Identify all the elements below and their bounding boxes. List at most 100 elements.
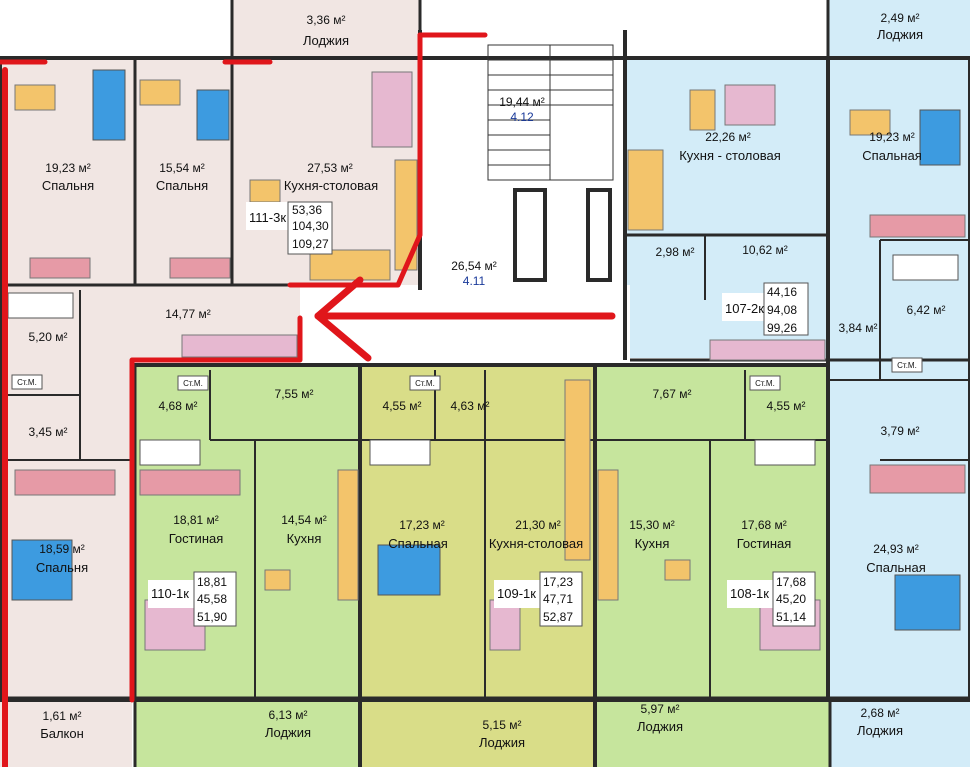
room-name: Лоджия <box>479 735 525 750</box>
room-area: 4,55 м² <box>383 399 422 413</box>
apartment-area-1: 17,68 <box>776 575 806 589</box>
room-area: 2,49 м² <box>881 11 920 25</box>
corridor-fill <box>300 285 630 363</box>
bathtub-icon <box>892 254 959 281</box>
room-area: 6,42 м² <box>907 303 946 317</box>
bed-icon <box>894 574 961 631</box>
counter-icon <box>337 469 359 601</box>
wardrobe-icon <box>14 469 116 496</box>
room-name: Лоджия <box>877 27 923 42</box>
bed-icon <box>92 69 126 141</box>
stair-fill <box>420 20 625 180</box>
room-name: Спальная <box>388 536 447 551</box>
room-area: 5,15 м² <box>483 718 522 732</box>
room-area: 19,23 м² <box>45 161 91 175</box>
apartment-111-box: 111-3к 53,36 104,30 109,27 <box>246 201 333 255</box>
room-name: Кухня <box>635 536 670 551</box>
apartment-area-3: 51,14 <box>776 610 806 624</box>
wc-tag: Ст.М. <box>17 378 37 387</box>
apartment-area-3: 99,26 <box>767 321 797 335</box>
loggia-268-fill <box>828 700 970 767</box>
room-code: 4.11 <box>463 274 486 288</box>
room-area: 19,44 м² <box>499 95 545 109</box>
table-icon <box>689 89 716 131</box>
furniture <box>7 69 966 651</box>
room-area: 3,84 м² <box>839 321 878 335</box>
apartment-109-box: 109-1к 17,23 47,71 52,87 <box>494 571 583 627</box>
loggia-613-fill <box>135 700 360 767</box>
table-icon <box>249 179 281 203</box>
room-area: 3,36 м² <box>307 13 346 27</box>
room-name: Лоджия <box>303 33 349 48</box>
stairwell <box>487 44 614 282</box>
room-area: 26,54 м² <box>451 259 497 273</box>
room-area: 14,54 м² <box>281 513 327 527</box>
room-area: 10,62 м² <box>742 243 788 257</box>
counter-icon <box>597 469 619 601</box>
room-name: Спальня <box>36 560 88 575</box>
room-area: 24,93 м² <box>873 542 919 556</box>
apartment-area-1: 17,23 <box>543 575 573 589</box>
bed-icon <box>919 109 961 166</box>
bed-icon <box>377 544 441 596</box>
wardrobe-icon <box>29 257 91 279</box>
loggia-515-fill <box>360 700 595 767</box>
room-name: Гостиная <box>169 531 224 546</box>
room-name: Кухня - столовая <box>679 148 781 163</box>
apartment-area-1: 18,81 <box>197 575 227 589</box>
room-area: 17,23 м² <box>399 518 445 532</box>
apartment-area-2: 94,08 <box>767 303 797 317</box>
loggia-597-fill <box>595 700 830 767</box>
room-name: Лоджия <box>857 723 903 738</box>
room-area: 4,68 м² <box>159 399 198 413</box>
route-apt110-boundary <box>129 315 303 703</box>
room-name: Спальная <box>862 148 921 163</box>
room-area: 7,55 м² <box>275 387 314 401</box>
apt-109-fill <box>360 365 595 700</box>
counter-icon <box>564 379 591 561</box>
room-area: 18,59 м² <box>39 542 85 556</box>
apartment-label: 111-3к <box>249 210 286 225</box>
apt-left-lower-fill <box>0 358 132 698</box>
room-name: Кухня-столовая <box>284 178 378 193</box>
room-name: Лоджия <box>637 719 683 734</box>
sofa-icon <box>724 84 776 126</box>
desk-icon <box>849 109 891 136</box>
apartment-area-2: 45,20 <box>776 592 806 606</box>
sofa-icon <box>489 599 521 651</box>
room-code: 4.12 <box>510 110 534 124</box>
room-area: 3,45 м² <box>29 425 68 439</box>
desk-icon <box>14 84 56 111</box>
room-name: Гостиная <box>737 536 792 551</box>
room-area: 19,23 м² <box>869 130 915 144</box>
apartment-label: 110-1к <box>151 586 189 601</box>
apartment-110-box: 110-1к 18,81 45,58 51,90 <box>148 571 237 627</box>
route-boundary-111b <box>287 32 423 288</box>
balcony-fill <box>0 698 132 767</box>
apartment-area-3: 51,90 <box>197 610 227 624</box>
apartment-label: 109-1к <box>497 586 536 601</box>
room-area: 5,97 м² <box>641 702 680 716</box>
room-area: 14,77 м² <box>165 307 211 321</box>
apt-right-lower-fill <box>828 358 970 703</box>
room-area: 6,13 м² <box>269 708 308 722</box>
apartment-area-1: 44,16 <box>767 285 797 299</box>
wc-tag: Ст.М. <box>755 379 775 388</box>
route-markings <box>0 32 616 767</box>
loggia-top-right-fill <box>828 0 970 56</box>
apartment-area-2: 47,71 <box>543 592 573 606</box>
wc-tag: Ст.М. <box>897 361 917 370</box>
apartment-label: 108-1к <box>730 586 769 601</box>
wardrobe-icon <box>139 469 241 496</box>
room-area: 27,53 м² <box>307 161 353 175</box>
room-name: Спальная <box>866 560 925 575</box>
room-area: 17,68 м² <box>741 518 787 532</box>
apartment-108-box: 108-1к 17,68 45,20 51,14 <box>727 571 816 627</box>
sofa-icon <box>709 339 826 361</box>
apartment-area-3: 52,87 <box>543 610 573 624</box>
room-area: 4,63 м² <box>451 399 490 413</box>
apartment-area-2: 45,58 <box>197 592 227 606</box>
room-area: 2,68 м² <box>861 706 900 720</box>
